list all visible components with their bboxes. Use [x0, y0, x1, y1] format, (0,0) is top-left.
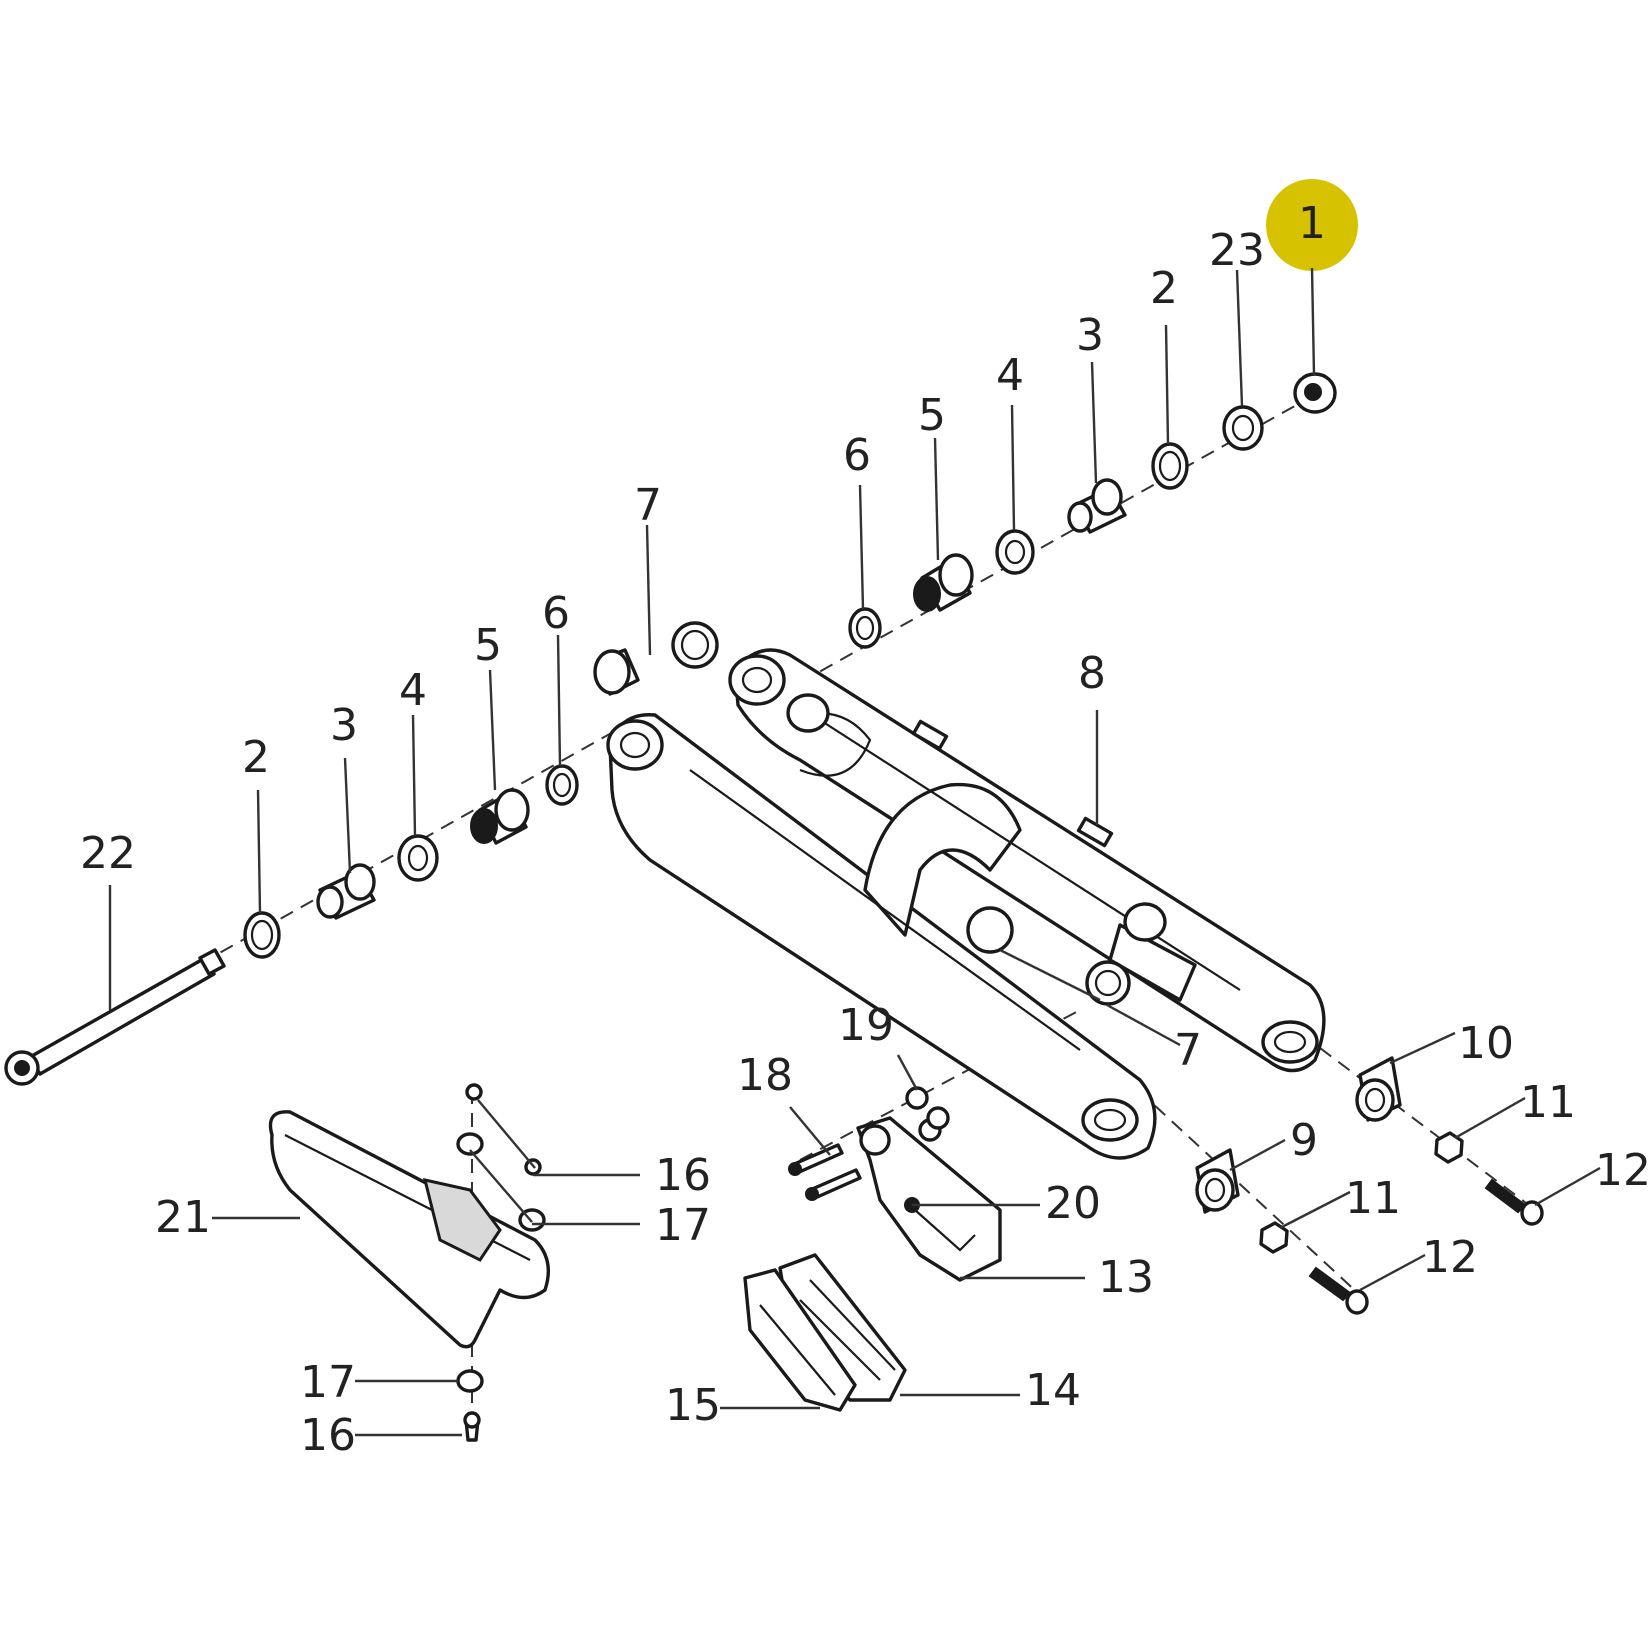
callout-12-lower: 12	[1422, 1232, 1478, 1283]
callout-17-lower: 17	[300, 1357, 356, 1408]
callout-22: 22	[80, 828, 136, 879]
chain-adjuster-10	[1355, 1056, 1402, 1122]
washer-4-upper	[995, 529, 1035, 575]
bolt-12-lower	[1308, 1266, 1369, 1315]
cap-7-lower	[966, 906, 1131, 1006]
callout-16-upper: 16	[655, 1150, 711, 1201]
highlight-circle	[1266, 179, 1358, 271]
callout-12-upper: 12	[1595, 1145, 1651, 1196]
callout-17-upper: 17	[655, 1200, 711, 1251]
chain-slider-21	[268, 1110, 550, 1349]
callout-4-lower: 4	[399, 665, 427, 716]
washer-23	[1222, 405, 1264, 451]
bolt-18	[788, 1143, 862, 1201]
pivot-nut	[1293, 372, 1337, 414]
sleeve-3-lower	[316, 863, 376, 920]
callout-7-upper: 7	[634, 480, 662, 531]
swingarm-8	[606, 648, 1326, 1160]
callout-5-lower: 5	[474, 620, 502, 671]
callout-19: 19	[838, 1000, 894, 1051]
callout-14: 14	[1025, 1365, 1081, 1416]
bolt-12-upper	[1484, 1178, 1544, 1226]
nut-11-lower	[1259, 1221, 1289, 1254]
sleeve-3-upper	[1067, 478, 1127, 534]
callout-1: 1	[1298, 198, 1326, 249]
callout-11-lower: 11	[1345, 1173, 1401, 1224]
nut-19	[905, 1086, 950, 1130]
callout-6-upper: 6	[843, 430, 871, 481]
washer-17-lower	[456, 1369, 484, 1393]
callout-6-lower: 6	[542, 588, 570, 639]
callout-9: 9	[1290, 1115, 1318, 1166]
callout-20: 20	[1045, 1178, 1101, 1229]
washer-17-upper-a	[456, 1132, 484, 1156]
chain-adjuster-9	[1195, 1148, 1240, 1214]
seal-2-lower	[243, 911, 281, 959]
callout-7-lower: 7	[1174, 1025, 1202, 1076]
callout-8: 8	[1078, 648, 1106, 699]
callout-2-upper: 2	[1150, 263, 1178, 314]
callout-13: 13	[1098, 1252, 1154, 1303]
callout-3-upper: 3	[1076, 310, 1104, 361]
seal-6-upper	[848, 607, 882, 649]
screw-16-lower	[463, 1411, 481, 1442]
callout-labels: 1 23 2 3 4 5 6 7 6 5 4 3 2 22 8 7 10 11 …	[80, 198, 1651, 1461]
seal-6-lower	[545, 764, 579, 806]
upper-pivot-hardware	[848, 372, 1337, 649]
lower-pivot-hardware	[243, 764, 579, 959]
callout-4-upper: 4	[996, 350, 1024, 401]
callout-18: 18	[737, 1050, 793, 1101]
callout-16-lower: 16	[300, 1410, 356, 1461]
screw-16-upper-a	[465, 1083, 483, 1101]
callout-21: 21	[155, 1192, 211, 1243]
bearing-5-lower	[470, 788, 530, 845]
bearing-5-upper	[913, 553, 974, 612]
seal-2-upper	[1151, 442, 1189, 490]
callout-2-lower: 2	[242, 732, 270, 783]
washer-4-lower	[397, 834, 439, 882]
callout-3-lower: 3	[330, 700, 358, 751]
leader-lines	[108, 267, 1601, 1437]
pivot-axle-22	[4, 948, 226, 1086]
guide-block-15	[743, 1268, 857, 1412]
callout-23: 23	[1209, 225, 1265, 276]
callout-15: 15	[665, 1380, 721, 1431]
callout-11-upper: 11	[1520, 1077, 1576, 1128]
callout-5-upper: 5	[918, 390, 946, 441]
callout-10: 10	[1458, 1018, 1514, 1069]
nut-11-upper	[1434, 1131, 1464, 1164]
cap-7-upper	[593, 621, 719, 696]
chain-guide-13	[856, 1116, 1002, 1282]
